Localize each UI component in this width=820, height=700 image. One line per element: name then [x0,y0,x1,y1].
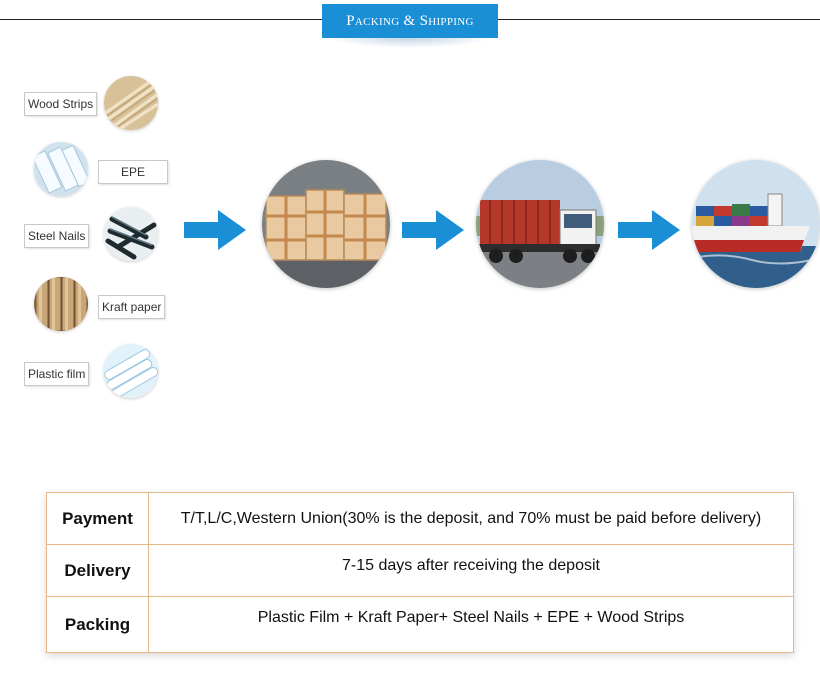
table-row: Packing Plastic Film + Kraft Paper+ Stee… [46,596,794,653]
plastic-film-photo [104,344,158,398]
table-row: Delivery 7-15 days after receiving the d… [46,544,794,597]
section-title-shadow [328,38,492,48]
payment-value: T/T,L/C,Western Union(30% is the deposit… [148,492,794,545]
delivery-value: 7-15 days after receiving the deposit [148,544,794,597]
packing-value: Plastic Film + Kraft Paper+ Steel Nails … [148,596,794,653]
header-rule-left [0,19,322,20]
table-row: Payment T/T,L/C,Western Union(30% is the… [46,492,794,545]
material-label-plastic-film: Plastic film [24,362,90,386]
packing-key: Packing [46,596,149,653]
steel-nails-photo [104,207,158,261]
material-label-kraft-paper: Kraft paper [98,295,166,319]
payment-key: Payment [46,492,149,545]
arrow-right-icon [402,210,464,250]
arrow-right-icon [618,210,680,250]
kraft-paper-photo [34,277,88,331]
cargo-ship-photo [692,160,820,288]
wooden-crates-photo [262,160,390,288]
header-rule-right [498,19,820,20]
material-label-epe: EPE [98,160,168,184]
epe-foam-photo [34,142,88,196]
material-label-wood-strips: Wood Strips [24,92,98,116]
delivery-key: Delivery [46,544,149,597]
section-title: Packing & Shipping [322,4,498,38]
shipping-info-table: Payment T/T,L/C,Western Union(30% is the… [46,492,794,653]
arrow-right-icon [184,210,246,250]
container-truck-photo [476,160,604,288]
wood-strips-photo [104,76,158,130]
material-label-steel-nails: Steel Nails [24,224,90,248]
